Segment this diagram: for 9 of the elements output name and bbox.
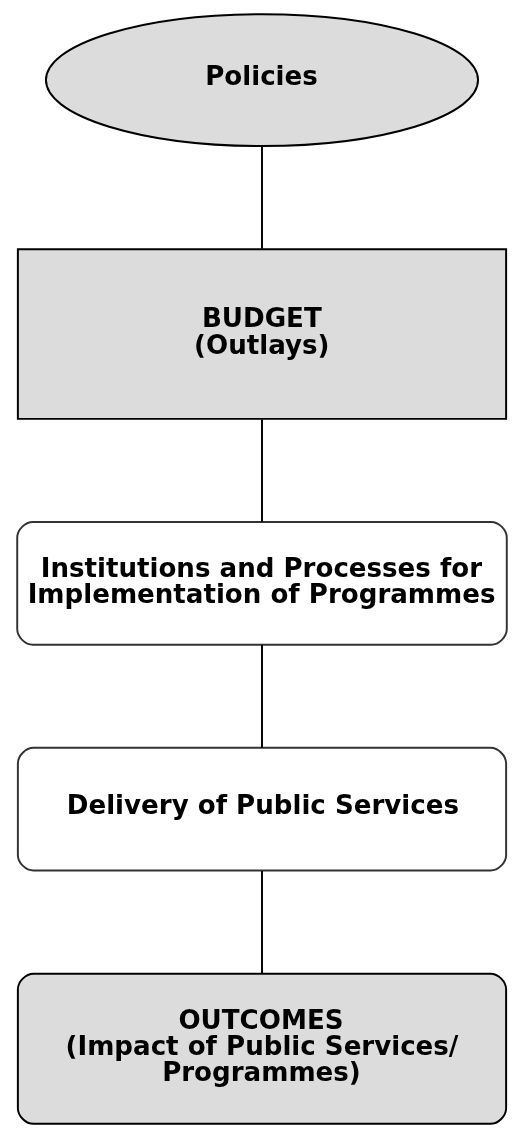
node-box: Delivery of Public Services	[16, 746, 507, 872]
connector	[260, 418, 263, 523]
node-box: BUDGET (Outlays)	[16, 248, 507, 420]
node-box: Institutions and Processes for Implementation of Programmes	[15, 521, 508, 646]
connector	[260, 145, 263, 250]
node-ellipse: Policies	[44, 13, 479, 147]
connector	[260, 644, 263, 749]
connector	[260, 869, 263, 975]
node-box: OUTCOMES (Impact of Public Services/ Programmes)	[16, 972, 507, 1125]
